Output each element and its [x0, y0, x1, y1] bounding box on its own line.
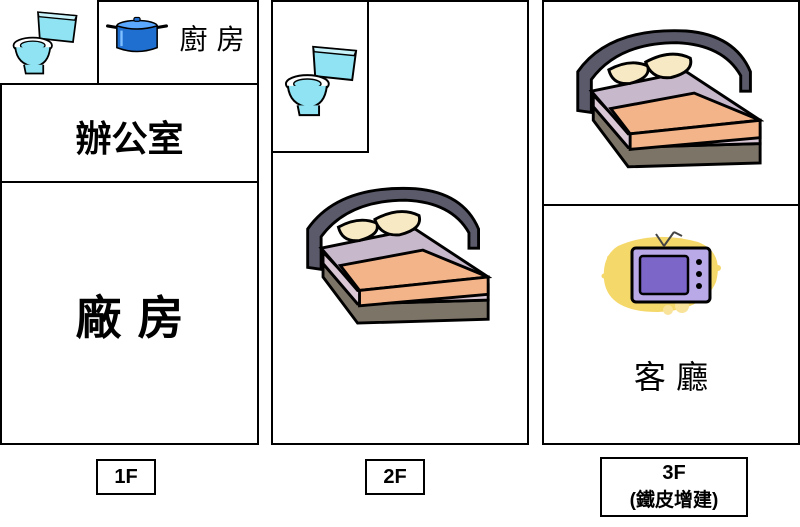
floor3-label: 3F (鐵皮增建) — [600, 457, 748, 517]
floor1-label-text: 1F — [114, 465, 138, 488]
bed-icon — [570, 22, 764, 170]
floor1-divider-mid — [0, 181, 259, 183]
toilet-icon — [282, 40, 360, 120]
tv-icon — [598, 228, 728, 318]
floor2-label: 2F — [365, 459, 425, 495]
floor3-label-text: 3F — [662, 462, 686, 484]
floor2-label-text: 2F — [383, 465, 407, 488]
living-room-label: 客 廳 — [633, 358, 709, 396]
floor1-label: 1F — [96, 459, 156, 495]
office-label: 辦公室 — [75, 119, 184, 160]
floor3-divider — [542, 204, 800, 206]
bed-icon — [300, 180, 492, 326]
toilet-icon — [10, 6, 80, 78]
factory-label: 廠 房 — [75, 291, 184, 345]
cooking-pot-icon — [106, 14, 168, 58]
floor1-divider-top — [0, 83, 259, 85]
kitchen-label: 廚 房 — [179, 23, 245, 56]
floor3-label-note: (鐵皮增建) — [629, 490, 719, 511]
